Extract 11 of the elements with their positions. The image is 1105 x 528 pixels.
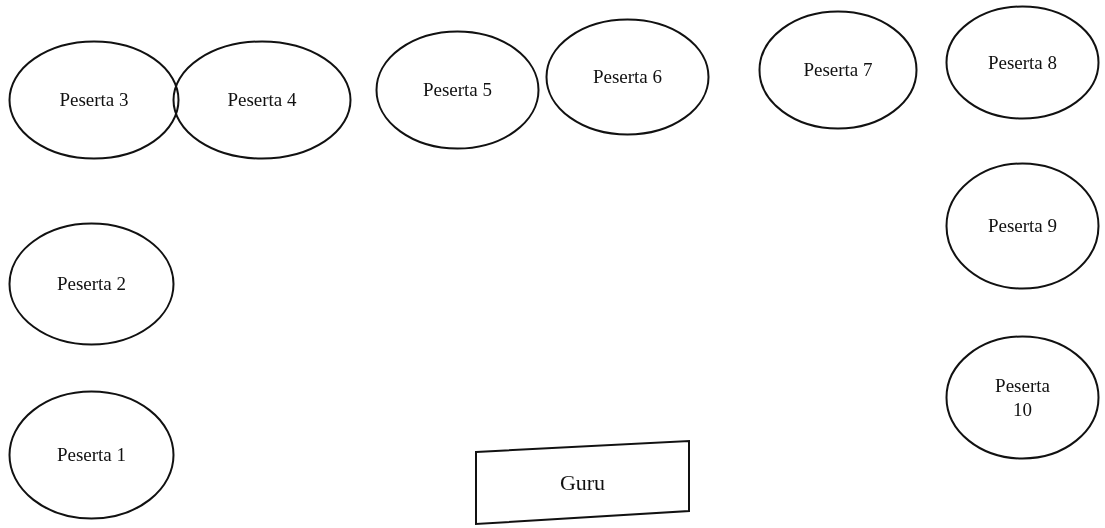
participant-label: Peserta 8 <box>987 50 1058 75</box>
participant-label: Peserta 2 <box>56 272 127 296</box>
participant-label: Peserta 5 <box>422 78 493 102</box>
participant-label: Peserta 3 <box>59 88 129 112</box>
participant-label: Peserta 1 <box>56 443 127 467</box>
participant-label: Peserta 7 <box>803 58 873 82</box>
participant-label: Peserta 6 <box>592 65 663 89</box>
participant-label: Peserta 9 <box>987 214 1058 238</box>
participant-label: Peserta 10 <box>994 373 1051 422</box>
participant-label: Peserta 4 <box>227 88 297 112</box>
teacher-label: Guru <box>559 470 606 495</box>
